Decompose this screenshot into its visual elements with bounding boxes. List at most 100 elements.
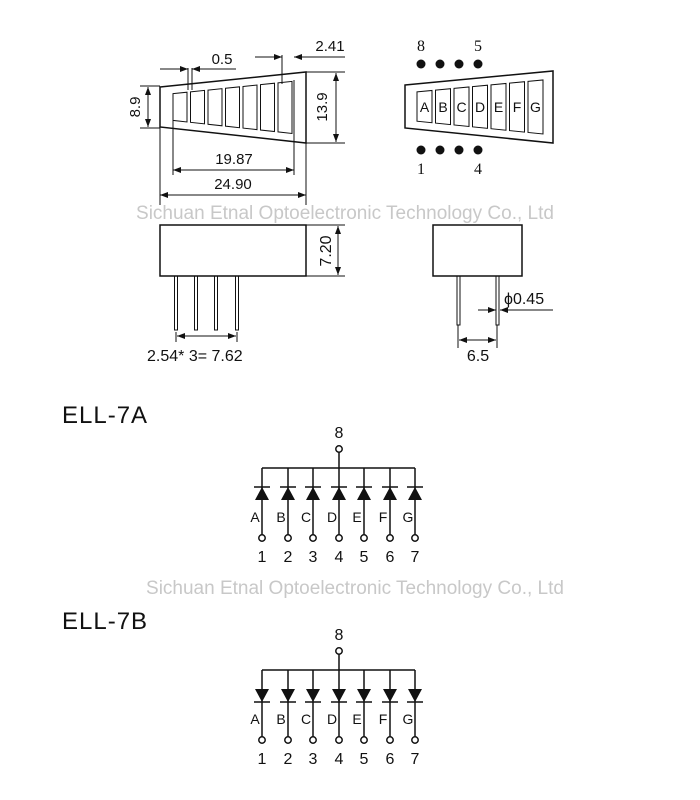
pin-number: 3 bbox=[309, 549, 318, 566]
segment-outline bbox=[527, 79, 544, 135]
pin-label-8: 8 bbox=[417, 38, 425, 55]
segment-label: D bbox=[327, 509, 337, 525]
led-diode-d bbox=[331, 689, 347, 703]
pin-number: 4 bbox=[335, 751, 344, 768]
led-diode-a bbox=[254, 689, 270, 703]
led-diode-b bbox=[280, 486, 296, 500]
pin-terminal bbox=[335, 534, 343, 542]
segment-outline bbox=[435, 88, 451, 126]
segment-label: F bbox=[379, 509, 388, 525]
pin-terminal bbox=[386, 736, 394, 744]
segment-label: G bbox=[403, 509, 414, 525]
pin-terminal bbox=[360, 534, 368, 542]
segment-label: E bbox=[352, 711, 361, 727]
dim-height: 7.20 bbox=[318, 235, 335, 266]
end-view: 6.5 ϕ0.45 bbox=[432, 224, 553, 365]
segment-outline bbox=[472, 84, 488, 129]
segment-label: G bbox=[403, 711, 414, 727]
pin-lead bbox=[194, 275, 198, 331]
pin-dots bbox=[416, 59, 483, 155]
common-pin-label: 8 bbox=[335, 627, 344, 644]
pin-label-4: 4 bbox=[474, 161, 482, 178]
led-diode-g bbox=[407, 689, 423, 703]
watermark-top: Sichuan Etnal Optoelectronic Technology … bbox=[136, 203, 554, 224]
common-pin-terminal bbox=[335, 647, 343, 655]
pin-terminal bbox=[309, 736, 317, 744]
pin-number: 1 bbox=[258, 549, 267, 566]
pin-dot bbox=[454, 145, 464, 155]
segment-label: G bbox=[530, 99, 541, 115]
pin-label-5: 5 bbox=[474, 38, 482, 55]
pin-number: 4 bbox=[335, 549, 344, 566]
pin-number: 7 bbox=[411, 549, 420, 566]
pin-number: 1 bbox=[258, 751, 267, 768]
pin-dot bbox=[435, 59, 445, 69]
pin-dot bbox=[416, 59, 426, 69]
pin-terminal bbox=[258, 736, 266, 744]
side-view-body bbox=[159, 224, 307, 277]
segment-outline bbox=[190, 89, 205, 125]
pin-dot bbox=[473, 59, 483, 69]
pin-view-body bbox=[404, 70, 554, 144]
led-diode-c bbox=[305, 689, 321, 703]
segment-label: E bbox=[352, 509, 361, 525]
pin-number: 2 bbox=[284, 751, 293, 768]
segment-label: A bbox=[250, 711, 260, 727]
pin-lead bbox=[214, 275, 218, 331]
common-pin-terminal bbox=[335, 445, 343, 453]
segment-label: B bbox=[438, 99, 447, 115]
dim-left-height: 8.9 bbox=[127, 97, 144, 118]
pin-label-1: 1 bbox=[417, 161, 425, 178]
segment-outline bbox=[416, 89, 433, 124]
led-diode-d bbox=[331, 486, 347, 500]
pin-terminal bbox=[335, 736, 343, 744]
led-diode-e bbox=[356, 689, 372, 703]
segment-label: D bbox=[327, 711, 337, 727]
segment-label: F bbox=[379, 711, 388, 727]
segment-label: D bbox=[475, 99, 485, 115]
segment-label: C bbox=[456, 99, 466, 115]
pin-terminal bbox=[284, 736, 292, 744]
led-diode-f bbox=[382, 486, 398, 500]
pin-dot bbox=[454, 59, 464, 69]
segment-label: E bbox=[494, 99, 503, 115]
pin-lead bbox=[235, 275, 239, 331]
pin-number: 6 bbox=[386, 751, 395, 768]
circuit-title-b: ELL-7B bbox=[62, 608, 148, 635]
segment-label: C bbox=[301, 711, 311, 727]
dim-total-width: 24.90 bbox=[214, 176, 252, 193]
pin-terminal bbox=[309, 534, 317, 542]
dim-gap: 0.5 bbox=[212, 51, 233, 68]
segment-outline bbox=[490, 82, 507, 131]
pin-number: 2 bbox=[284, 549, 293, 566]
led-diode-b bbox=[280, 689, 296, 703]
dim-pitch: 2.54* 3= 7.62 bbox=[147, 348, 243, 365]
pin-dot bbox=[435, 145, 445, 155]
segment-outline bbox=[260, 82, 275, 133]
pin-number: 6 bbox=[386, 549, 395, 566]
segment-label: A bbox=[250, 509, 260, 525]
led-diode-g bbox=[407, 486, 423, 500]
side-view: 7.20 2.54* 3= 7.62 bbox=[147, 224, 345, 365]
segment-label: B bbox=[276, 509, 285, 525]
top-view: 8.9 13.9 19.87 24.90 0.5 2.41 bbox=[127, 38, 345, 205]
top-view-segments bbox=[172, 80, 293, 135]
segment-label: F bbox=[513, 99, 522, 115]
dim-row: 6.5 bbox=[467, 348, 489, 365]
segment-label: C bbox=[301, 509, 311, 525]
led-diode-e bbox=[356, 486, 372, 500]
pin-number: 5 bbox=[360, 751, 369, 768]
segment-outline bbox=[172, 91, 188, 123]
pin-terminal bbox=[284, 534, 292, 542]
pin-terminal bbox=[258, 534, 266, 542]
end-view-body bbox=[432, 224, 523, 277]
circuit-title-a: ELL-7A bbox=[62, 402, 148, 429]
pin-terminal bbox=[386, 534, 394, 542]
led-diode-f bbox=[382, 689, 398, 703]
pin-number: 3 bbox=[309, 751, 318, 768]
